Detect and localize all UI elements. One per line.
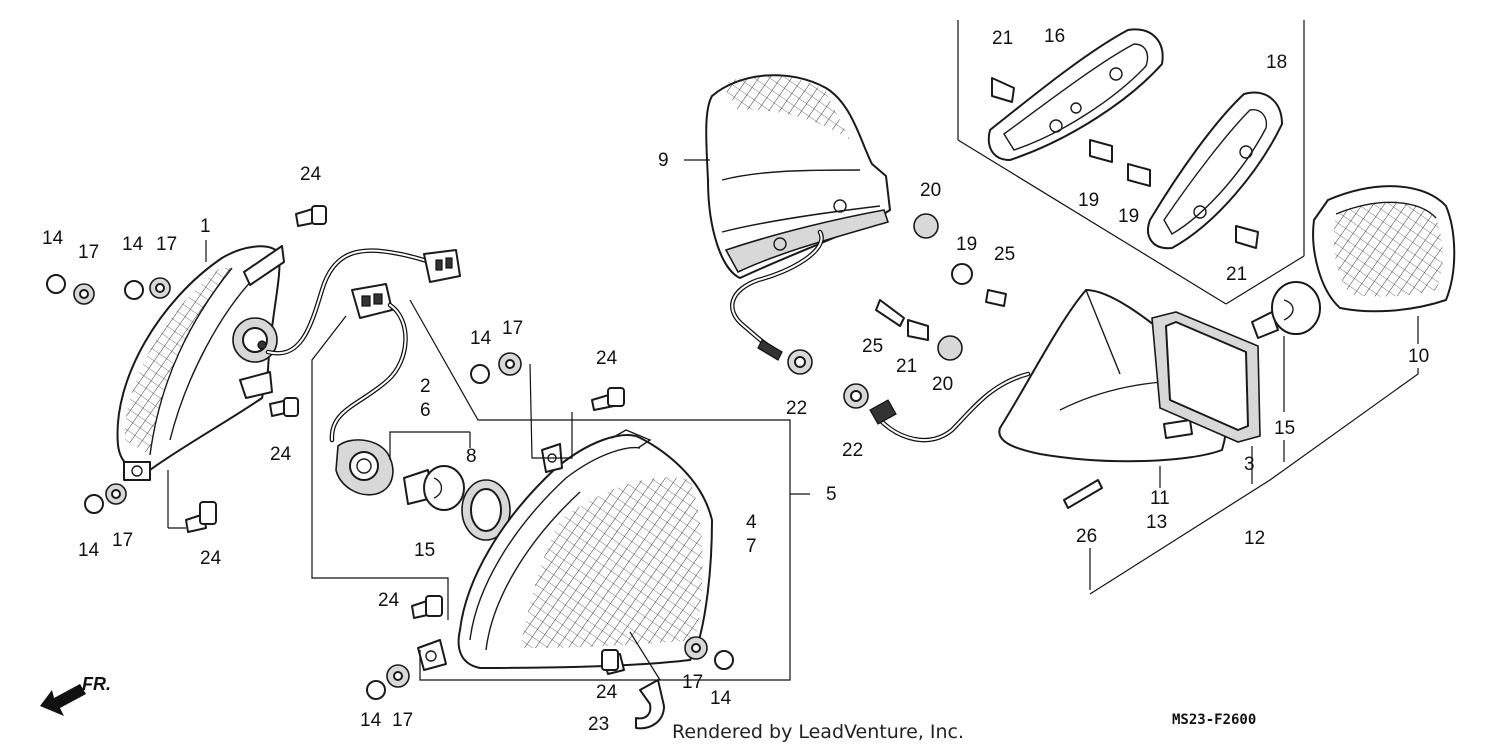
front-signal-lens bbox=[417, 429, 713, 671]
render-credit: Rendered by LeadVenture, Inc. bbox=[672, 721, 964, 743]
socket-harness bbox=[329, 283, 408, 496]
callout-labels: 1 2 3 4 5 6 7 8 9 10 11 12 13 14 14 14 1… bbox=[42, 26, 1429, 735]
rear-gasket bbox=[1151, 311, 1261, 443]
callout-12: 12 bbox=[1244, 528, 1265, 549]
callout-22-b: 22 bbox=[842, 440, 863, 461]
leader-lines bbox=[167, 20, 1419, 681]
callout-1: 1 bbox=[200, 216, 211, 237]
callout-3: 3 bbox=[1244, 454, 1255, 475]
callout-18: 18 bbox=[1266, 52, 1287, 73]
bulb-front bbox=[403, 465, 465, 511]
bulb-rear bbox=[1251, 281, 1321, 339]
callout-17-e: 17 bbox=[392, 710, 413, 731]
fasteners bbox=[46, 77, 1259, 700]
callout-24-d: 24 bbox=[596, 348, 618, 369]
callout-4: 4 bbox=[746, 512, 757, 533]
callout-24-f: 24 bbox=[596, 682, 618, 703]
callout-23: 23 bbox=[588, 714, 609, 735]
callout-9: 9 bbox=[658, 150, 669, 171]
callout-19-b: 19 bbox=[1118, 206, 1139, 227]
callout-6: 6 bbox=[420, 400, 431, 421]
bracket-23 bbox=[635, 679, 665, 730]
wire-harness-front bbox=[265, 248, 461, 356]
callout-21-c: 21 bbox=[896, 356, 917, 377]
callout-19-c: 19 bbox=[956, 234, 977, 255]
callout-25-b: 25 bbox=[862, 336, 883, 357]
callout-17-a: 17 bbox=[78, 242, 99, 263]
callout-19-a: 19 bbox=[1078, 190, 1099, 211]
callout-5: 5 bbox=[826, 484, 837, 505]
callout-14-b: 14 bbox=[122, 234, 144, 255]
front-direction-indicator: FR. bbox=[40, 674, 111, 716]
reflector-bracket-lower bbox=[1147, 91, 1283, 250]
callout-26: 26 bbox=[1076, 526, 1097, 547]
callout-14-d: 14 bbox=[470, 328, 492, 349]
callout-24-e: 24 bbox=[378, 590, 400, 611]
front-signal-housing-left bbox=[116, 245, 285, 481]
callout-15-a: 15 bbox=[414, 540, 435, 561]
callout-21-a: 21 bbox=[992, 28, 1013, 49]
callout-14-f: 14 bbox=[710, 688, 732, 709]
callout-20-a: 20 bbox=[920, 180, 941, 201]
callout-16: 16 bbox=[1044, 26, 1065, 47]
callout-24-b: 24 bbox=[270, 444, 292, 465]
callout-17-c: 17 bbox=[112, 530, 133, 551]
callout-14-a: 14 bbox=[42, 228, 64, 249]
callout-8: 8 bbox=[466, 446, 477, 467]
drawing-code: MS23-F2600 bbox=[1172, 712, 1256, 728]
callout-25-a: 25 bbox=[994, 244, 1015, 265]
callout-17-d: 17 bbox=[502, 318, 523, 339]
front-direction-label: FR. bbox=[82, 674, 111, 694]
callout-13: 13 bbox=[1146, 512, 1167, 533]
callout-24-c: 24 bbox=[200, 548, 222, 569]
front-arrow-icon bbox=[40, 684, 86, 716]
callout-11: 11 bbox=[1150, 488, 1170, 509]
callout-14-e: 14 bbox=[360, 710, 382, 731]
callout-7: 7 bbox=[746, 536, 757, 557]
callout-2: 2 bbox=[420, 376, 431, 397]
callout-15-b: 15 bbox=[1274, 418, 1295, 439]
rear-signal-body bbox=[869, 289, 1229, 463]
callout-14-c: 14 bbox=[78, 540, 100, 561]
callout-17-b: 17 bbox=[156, 234, 177, 255]
callout-17-f: 17 bbox=[682, 672, 703, 693]
rear-signal-housing bbox=[705, 74, 891, 361]
callout-10: 10 bbox=[1408, 346, 1429, 367]
callout-22-a: 22 bbox=[786, 398, 807, 419]
callout-21-b: 21 bbox=[1226, 264, 1247, 285]
rear-lens bbox=[1312, 185, 1456, 313]
callout-20-b: 20 bbox=[932, 374, 953, 395]
reflector-bracket-upper bbox=[987, 28, 1164, 161]
callout-24-a: 24 bbox=[300, 164, 322, 185]
gasket-ring bbox=[461, 479, 511, 541]
